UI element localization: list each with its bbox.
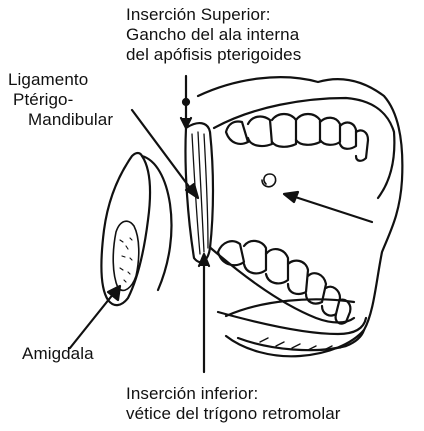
tonsil-pillar-inner <box>142 156 172 290</box>
papilla-leader-line <box>286 194 372 222</box>
ligament-label-line-3: Mandibular <box>8 110 113 130</box>
papilla-arrowhead <box>284 192 298 202</box>
tonsil-label-text: Amigdala <box>22 344 94 364</box>
ligament-label: Ligamento Ptérigo- Mandibular <box>8 70 113 130</box>
inferior-insertion-line-1: Inserción inferior: <box>126 384 341 404</box>
superior-insertion-line-2: Gancho del ala interna <box>126 25 301 45</box>
tonsil-label: Amigdala <box>22 344 94 364</box>
upper-teeth <box>226 114 368 161</box>
inferior-insertion-label: Inserción inferior: vétice del trígono r… <box>126 384 341 424</box>
tonsil-crypts <box>120 238 132 282</box>
ligament-label-line-2: Ptérigo- <box>8 90 113 110</box>
inferior-insertion-line-2: vétice del trígono retromolar <box>126 404 341 424</box>
ligament-label-line-1: Ligamento <box>8 70 113 90</box>
superior-insertion-line-3: del apófisis pterigoides <box>126 45 301 65</box>
palatal-papilla <box>262 174 276 187</box>
superior-insertion-line-1: Inserción Superior: <box>126 5 301 25</box>
tonsil-leader-line <box>70 288 118 348</box>
superior-insertion-label: Inserción Superior: Gancho del ala inter… <box>126 5 301 65</box>
tonsil-body <box>113 221 139 290</box>
